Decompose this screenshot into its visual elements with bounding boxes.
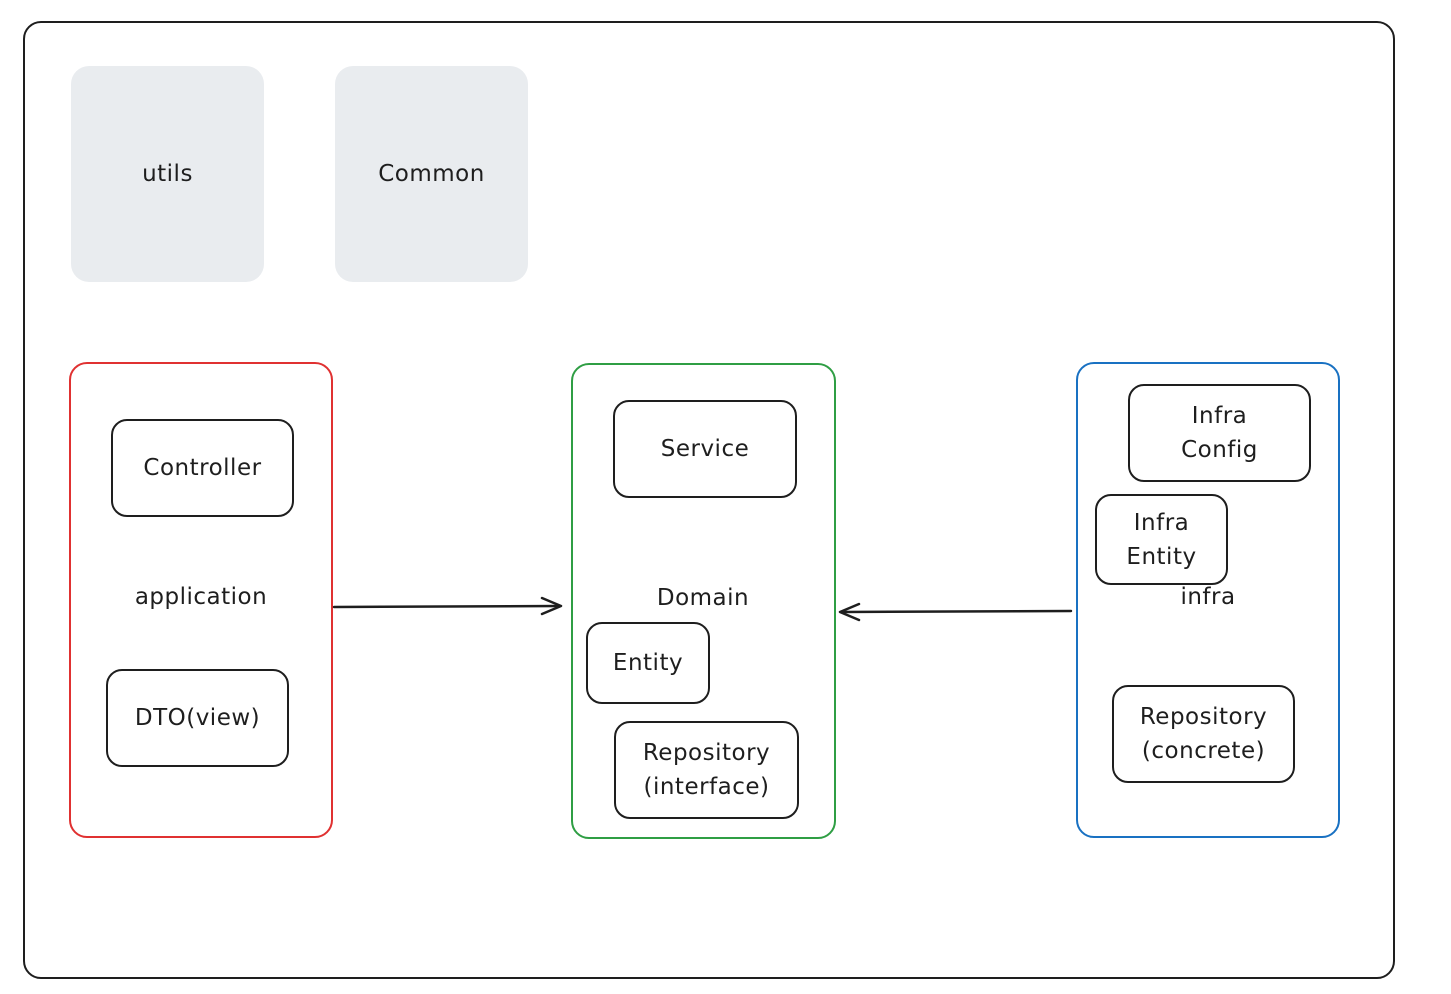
utils-module-label: utils: [142, 161, 193, 187]
controller-node: Controller: [111, 419, 294, 517]
common-module-label: Common: [378, 161, 485, 187]
common-module: Common: [335, 66, 528, 282]
utils-module: utils: [71, 66, 264, 282]
infra-layer: [1076, 362, 1340, 838]
service-label: Service: [660, 436, 750, 462]
application-label: application: [134, 584, 268, 610]
domain-layer: [571, 363, 836, 839]
application-layer: [69, 362, 333, 838]
controller-label: Controller: [143, 455, 262, 481]
domain-repository-label: Repository (interface): [642, 740, 771, 800]
domain-repository-node: Repository (interface): [614, 721, 799, 819]
domain-entity-node: Entity: [586, 622, 710, 704]
infra-repository-label: Repository (concrete): [1139, 704, 1268, 764]
domain-label: Domain: [656, 585, 750, 611]
dto-label: DTO(view): [134, 705, 261, 731]
diagram-frame: [23, 21, 1395, 979]
infra-repository-node: Repository (concrete): [1112, 685, 1295, 783]
infra-label: infra: [1180, 584, 1236, 610]
infra-config-label: Infra Config: [1181, 403, 1258, 463]
infra-config-node: Infra Config: [1128, 384, 1311, 482]
service-node: Service: [613, 400, 797, 498]
infra-entity-label: Infra Entity: [1126, 509, 1197, 570]
dto-node: DTO(view): [106, 669, 289, 767]
domain-entity-label: Entity: [612, 650, 684, 676]
infra-entity-node: Infra Entity: [1095, 494, 1228, 585]
